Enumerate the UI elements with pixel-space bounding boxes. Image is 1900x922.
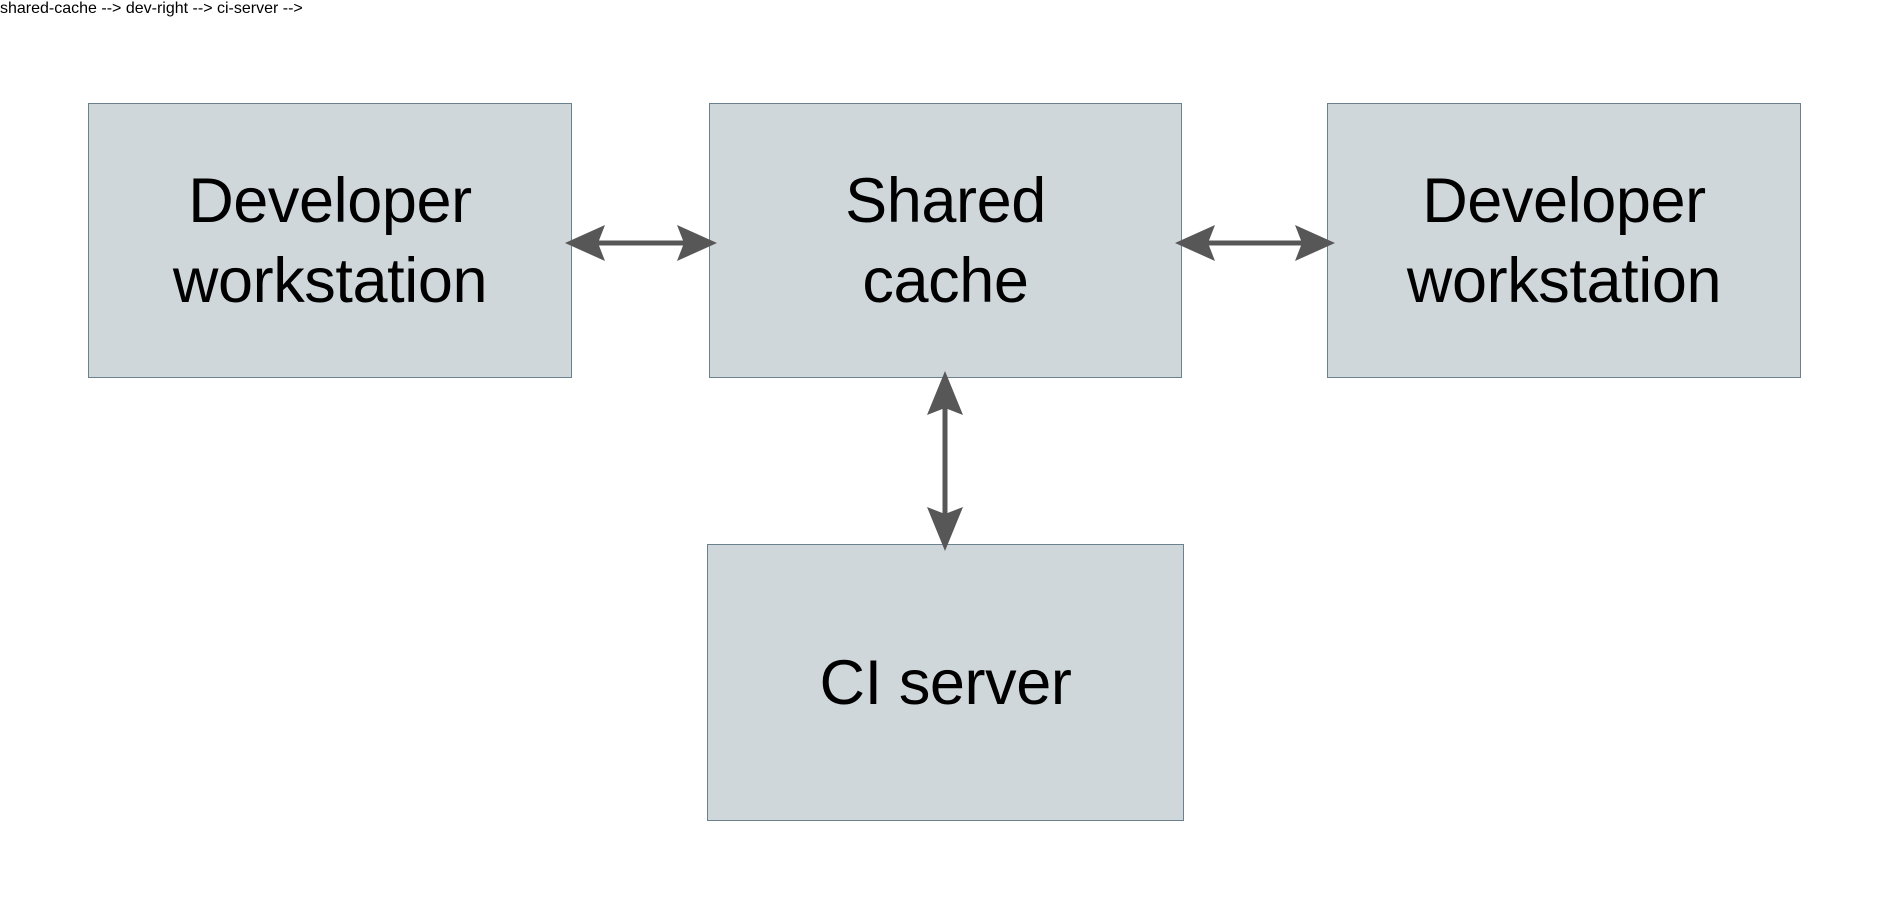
arrow-head-left-icon (1175, 225, 1215, 261)
edge-shared-cache-to-dev-right[interactable] (1175, 205, 1335, 281)
node-ci-server[interactable]: CI server (707, 544, 1184, 821)
edge-shared-cache-to-ci-server[interactable] (907, 371, 983, 551)
node-label: Developer workstation (172, 165, 488, 316)
node-developer-workstation-right[interactable]: Developer workstation (1327, 103, 1801, 378)
node-label: CI server (819, 647, 1072, 718)
arrow-head-left-icon (565, 225, 605, 261)
node-developer-workstation-left[interactable]: Developer workstation (88, 103, 572, 378)
arrow-head-right-icon (1295, 225, 1335, 261)
arrow-head-right-icon (677, 225, 717, 261)
node-label: Shared cache (845, 165, 1046, 316)
arrow-head-down-icon (927, 507, 963, 551)
node-label: Developer workstation (1406, 165, 1722, 316)
node-shared-cache[interactable]: Shared cache (709, 103, 1182, 378)
arrow-head-up-icon (927, 371, 963, 415)
edge-dev-left-to-shared-cache[interactable] (565, 205, 717, 281)
